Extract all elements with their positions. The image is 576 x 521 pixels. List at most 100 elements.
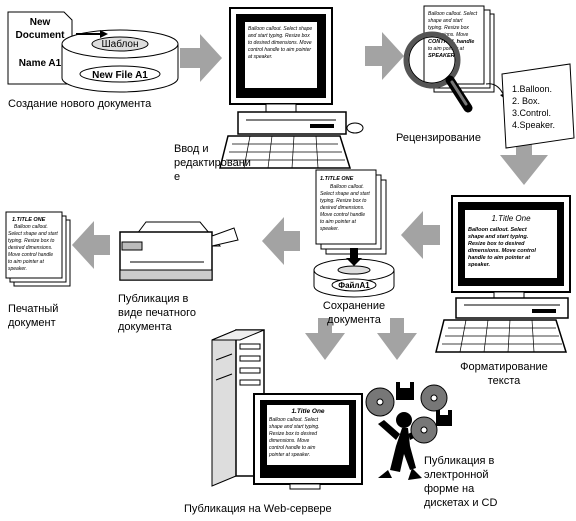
web-screen-line: control handle to aim xyxy=(269,445,315,451)
step-review: Balloon callout. Select shape and start … xyxy=(396,5,575,149)
printer-icon xyxy=(119,221,239,281)
arrow-to-cd xyxy=(377,318,417,360)
arrow-review-to-format xyxy=(500,139,548,185)
print-label-line2: виде печатного xyxy=(118,307,196,319)
arrow-print-to-printed xyxy=(72,221,110,269)
arrow-create-to-edit xyxy=(180,34,222,82)
arrow-edit-to-review xyxy=(365,32,404,80)
review-list-item: 4.Speaker. xyxy=(512,120,555,130)
format-title: 1.Title One xyxy=(491,214,531,223)
review-pages: Balloon callout. Select shape and start … xyxy=(423,5,495,93)
web-title: 1.Title One xyxy=(291,408,324,415)
review-list-item: 2. Box. xyxy=(512,96,540,106)
web-computer-icon: 1.Title One Balloon callout. Select shap… xyxy=(253,393,363,490)
web-screen-line: pointer at speaker. xyxy=(268,452,310,458)
format-label-line2: текста xyxy=(488,375,521,387)
step-save: 1.TITLE ONE Balloon callout. Select shap… xyxy=(313,169,395,326)
review-page-line: typing. Resize box xyxy=(428,25,469,31)
save-pages: 1.TITLE ONE Balloon callout. Select shap… xyxy=(315,169,387,255)
printed-pages: 1.TITLE ONE Balloon callout. Select shap… xyxy=(5,211,71,287)
down-arrow-icon xyxy=(346,248,362,266)
review-list-item: 1.Balloon. xyxy=(512,84,552,94)
step-format: 1.Title One Balloon callout. Select shap… xyxy=(435,195,571,387)
step-cd: Публикация в электронной форме на дискет… xyxy=(365,382,497,509)
print-label-line3: документа xyxy=(118,321,173,333)
format-screen-line: Resize box to desired xyxy=(468,241,525,247)
edit-computer-icon: Balloon callout. Select shape and start … xyxy=(219,7,364,169)
save-page-line: Balloon callout. xyxy=(330,184,364,190)
edit-screen-line: and start typing. Resize box xyxy=(248,33,310,39)
format-screen-line: dimensions. Move control xyxy=(468,248,536,254)
edit-label-line1: Ввод и xyxy=(174,143,209,155)
printed-page-title: 1.TITLE ONE xyxy=(12,217,46,223)
review-page-line: dimensions. Move xyxy=(428,32,469,38)
review-list-item: 3.Control. xyxy=(512,108,551,118)
review-page-line: to aim pointer at xyxy=(428,46,464,52)
cd-disc-icon xyxy=(365,384,448,444)
format-screen-line: handle to aim pointer at xyxy=(468,255,531,261)
edit-screen-line: at speaker. xyxy=(248,54,273,60)
web-screen-line: dimensions. Move xyxy=(269,438,310,444)
review-page-line: shape and start xyxy=(428,18,463,24)
person-juggling-icon xyxy=(378,412,426,480)
save-disk-icon: ФайлА1 xyxy=(313,258,395,298)
printed-page-line: desired dimensions. xyxy=(8,245,52,251)
arrow-format-to-save xyxy=(401,211,440,259)
format-screen-line: shape and start typing. xyxy=(468,234,529,240)
review-page-line: Balloon callout. Select xyxy=(428,11,478,17)
edit-screen-line: Balloon callout. Select shape xyxy=(248,26,312,32)
save-file-label: ФайлА1 xyxy=(338,281,370,290)
template-disk-icon: Шаблон New File A1 xyxy=(61,29,179,93)
printed-page-line: speaker. xyxy=(8,266,27,272)
edit-label-line3: е xyxy=(174,171,180,183)
arrow-to-web xyxy=(305,318,345,360)
web-screen-line: Balloon callout. Select xyxy=(269,417,319,423)
save-page-line: Select shape and start xyxy=(320,191,370,197)
print-label-line1: Публикация в xyxy=(118,293,189,305)
format-label-line1: Форматирование xyxy=(460,361,548,373)
new-document-page: New Document Name A1 xyxy=(7,11,73,85)
save-page-line: typing. Resize box to xyxy=(320,198,367,204)
flow-arrows xyxy=(72,32,548,360)
cd-label-line2: электронной xyxy=(424,469,489,481)
server-tower-icon xyxy=(211,329,265,487)
edit-label-line2: редактировани xyxy=(174,157,251,169)
web-label: Публикация на Web-сервере xyxy=(184,503,332,515)
save-page-title: 1.TITLE ONE xyxy=(320,176,354,182)
new-file-label: New File A1 xyxy=(92,70,148,81)
cd-label-line1: Публикация в xyxy=(424,455,495,467)
review-page-line: SPEAKER xyxy=(428,53,455,59)
create-label: Создание нового документа xyxy=(8,98,152,110)
floppy-disk-icon xyxy=(396,382,452,426)
printed-page-line: Move control handle xyxy=(8,252,53,258)
save-page-line: desired dimensions. xyxy=(320,205,364,211)
save-label-line1: Сохранение xyxy=(323,300,385,312)
review-label: Рецензирование xyxy=(396,132,481,144)
printed-page-line: typing. Resize box to xyxy=(8,238,55,244)
edit-screen-line: to desired dimensions. Move xyxy=(248,40,312,46)
save-label-line2: документа xyxy=(327,314,382,326)
step-create: New Document Name A1 Шаблон New File A1 … xyxy=(7,11,179,110)
format-computer-icon: 1.Title One Balloon callout. Select shap… xyxy=(435,195,571,353)
printed-page-line: Balloon callout. xyxy=(14,224,48,230)
magnifier-icon xyxy=(403,31,473,113)
new-doc-line1: New xyxy=(30,17,51,28)
web-screen-line: shape and start typing. xyxy=(269,424,320,430)
review-list-page: 1.Balloon. 2. Box. 3.Control. 4.Speaker. xyxy=(501,63,575,149)
step-web: 1.Title One Balloon callout. Select shap… xyxy=(184,329,363,515)
step-print: Публикация в виде печатного документа xyxy=(118,221,239,333)
step-edit: Balloon callout. Select shape and start … xyxy=(174,7,364,183)
doc-name: Name A1 xyxy=(19,58,62,69)
template-label: Шаблон xyxy=(101,38,138,50)
printed-label-line2: документ xyxy=(8,317,56,329)
arrow-save-to-print xyxy=(262,217,300,265)
save-page-line: Move control handle xyxy=(320,212,365,218)
printed-page-line: to aim pointer at xyxy=(8,259,44,265)
format-screen-line: speaker. xyxy=(468,262,490,268)
edit-screen-line: control handle to aim pointer xyxy=(248,47,311,53)
printed-page-line: Select shape and start xyxy=(8,231,58,237)
printed-label-line1: Печатный xyxy=(8,303,58,315)
format-screen-line: Balloon callout. Select xyxy=(468,227,528,233)
save-page-line: to aim pointer at xyxy=(320,219,356,225)
